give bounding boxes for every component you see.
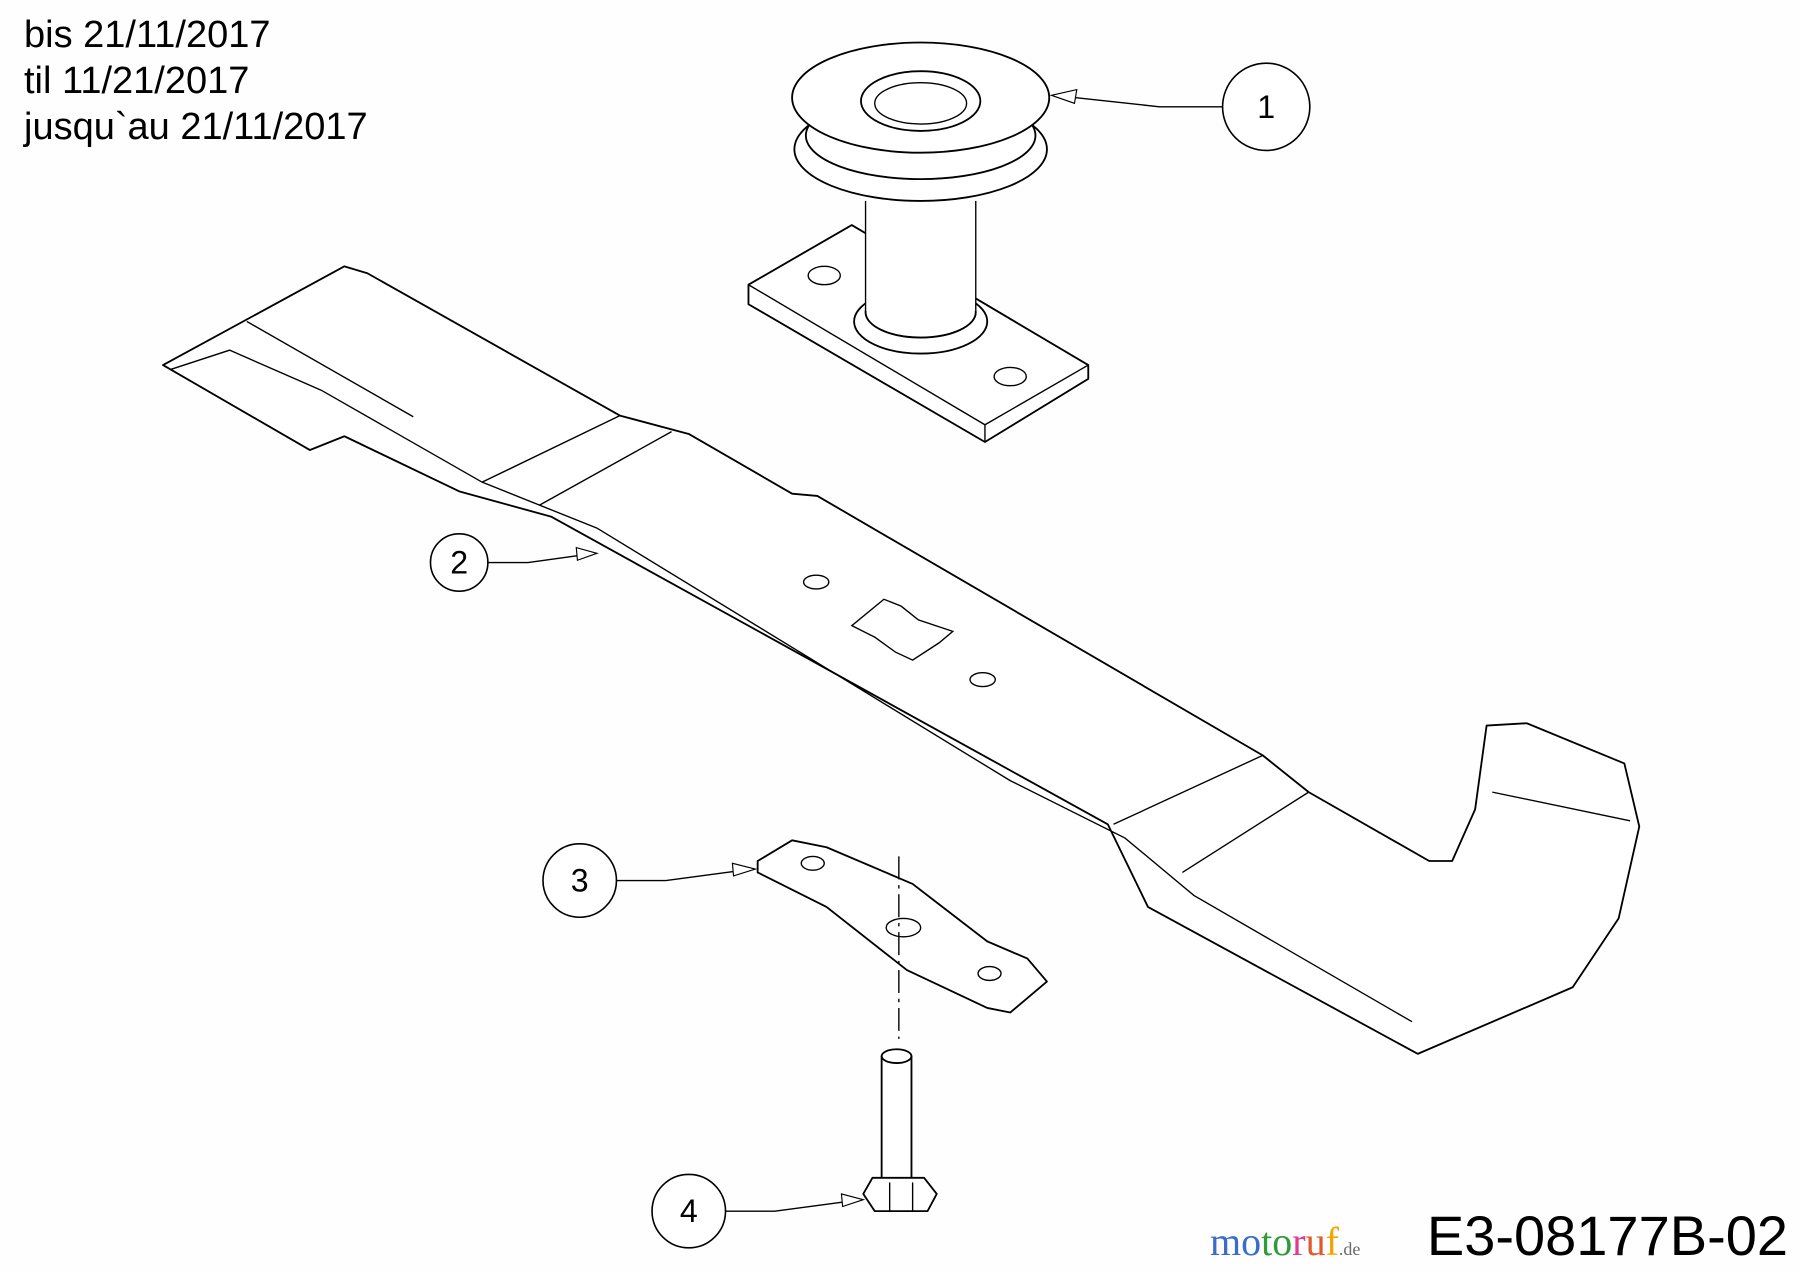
svg-text:1: 1 xyxy=(1257,89,1275,125)
blade-adapter-part xyxy=(756,839,1048,1039)
validity-note-de: bis 21/11/2017 xyxy=(24,14,271,56)
pulley-spindle-part xyxy=(747,41,1090,443)
validity-note-fr: jusqu`au 21/11/2017 xyxy=(24,106,368,148)
watermark-logo: motoruf.de xyxy=(1210,1219,1361,1264)
callout-3: 3 xyxy=(542,842,618,919)
validity-notes: bis 21/11/2017 til 11/21/2017 jusqu`au 2… xyxy=(24,12,368,150)
leader-lines xyxy=(487,88,1223,1212)
drawing-code: E3-08177B-02 xyxy=(1426,1204,1788,1267)
svg-text:2: 2 xyxy=(450,545,468,581)
validity-note-en: til 11/21/2017 xyxy=(24,60,250,102)
callout-1: 1 xyxy=(1221,62,1311,152)
callout-2: 2 xyxy=(429,533,489,593)
blade-part xyxy=(162,265,1641,1055)
callout-4: 4 xyxy=(651,1173,727,1249)
svg-text:4: 4 xyxy=(680,1193,698,1229)
svg-text:3: 3 xyxy=(571,863,589,899)
bolt-part xyxy=(862,1048,938,1213)
